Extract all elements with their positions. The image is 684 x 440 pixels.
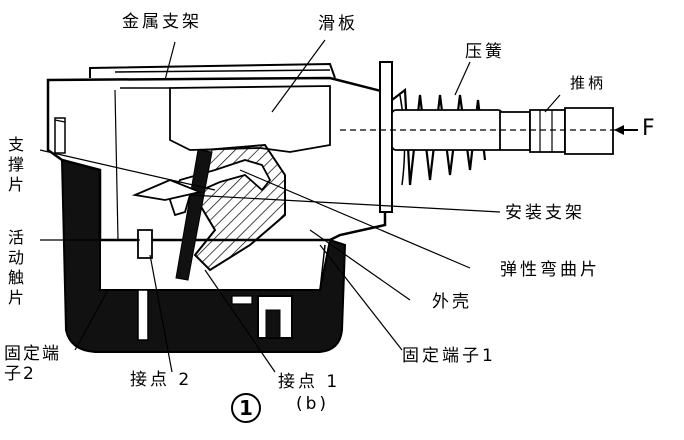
label-fixed-terminal-2: 固定端子2 <box>4 344 61 384</box>
label-contact-1: 接点 1 <box>278 372 341 392</box>
housing-cavity <box>100 240 325 290</box>
label-metal-bracket: 金属支架 <box>122 12 202 32</box>
movable-contact-bar <box>176 150 212 280</box>
label-movable-contact-piece: 活动触片 <box>8 228 25 307</box>
label-support-piece: 支撑片 <box>8 135 25 194</box>
label-elastic-bent-piece: 弹性弯曲片 <box>500 260 600 280</box>
push-rod-nut <box>530 110 565 152</box>
label-force: F <box>642 116 658 141</box>
label-compression-spring: 压簧 <box>465 42 505 62</box>
fixed-terminal-1-pin <box>266 310 280 338</box>
metal-bracket-line <box>115 70 330 72</box>
figure-number: 1 <box>231 393 261 423</box>
label-mounting-bracket: 安装支架 <box>505 203 585 223</box>
slide-plate <box>170 86 330 152</box>
label-push-rod: 推柄 <box>570 74 607 92</box>
mounting-bracket <box>380 62 392 212</box>
support-piece <box>135 180 200 200</box>
label-contact-2: 接点 2 <box>130 370 193 390</box>
metal-bracket-strip <box>90 64 335 78</box>
label-fixed-terminal-1: 固定端子1 <box>402 346 496 366</box>
contact-2-block <box>138 230 152 258</box>
label-housing: 外壳 <box>432 292 472 312</box>
push-rod-collar <box>500 112 530 150</box>
push-rod-head <box>565 108 613 154</box>
fixed-terminal-2-pin <box>138 290 148 340</box>
leader-lines <box>40 40 560 372</box>
label-subfigure: (b) <box>296 394 330 414</box>
label-slide-plate: 滑板 <box>318 14 358 34</box>
